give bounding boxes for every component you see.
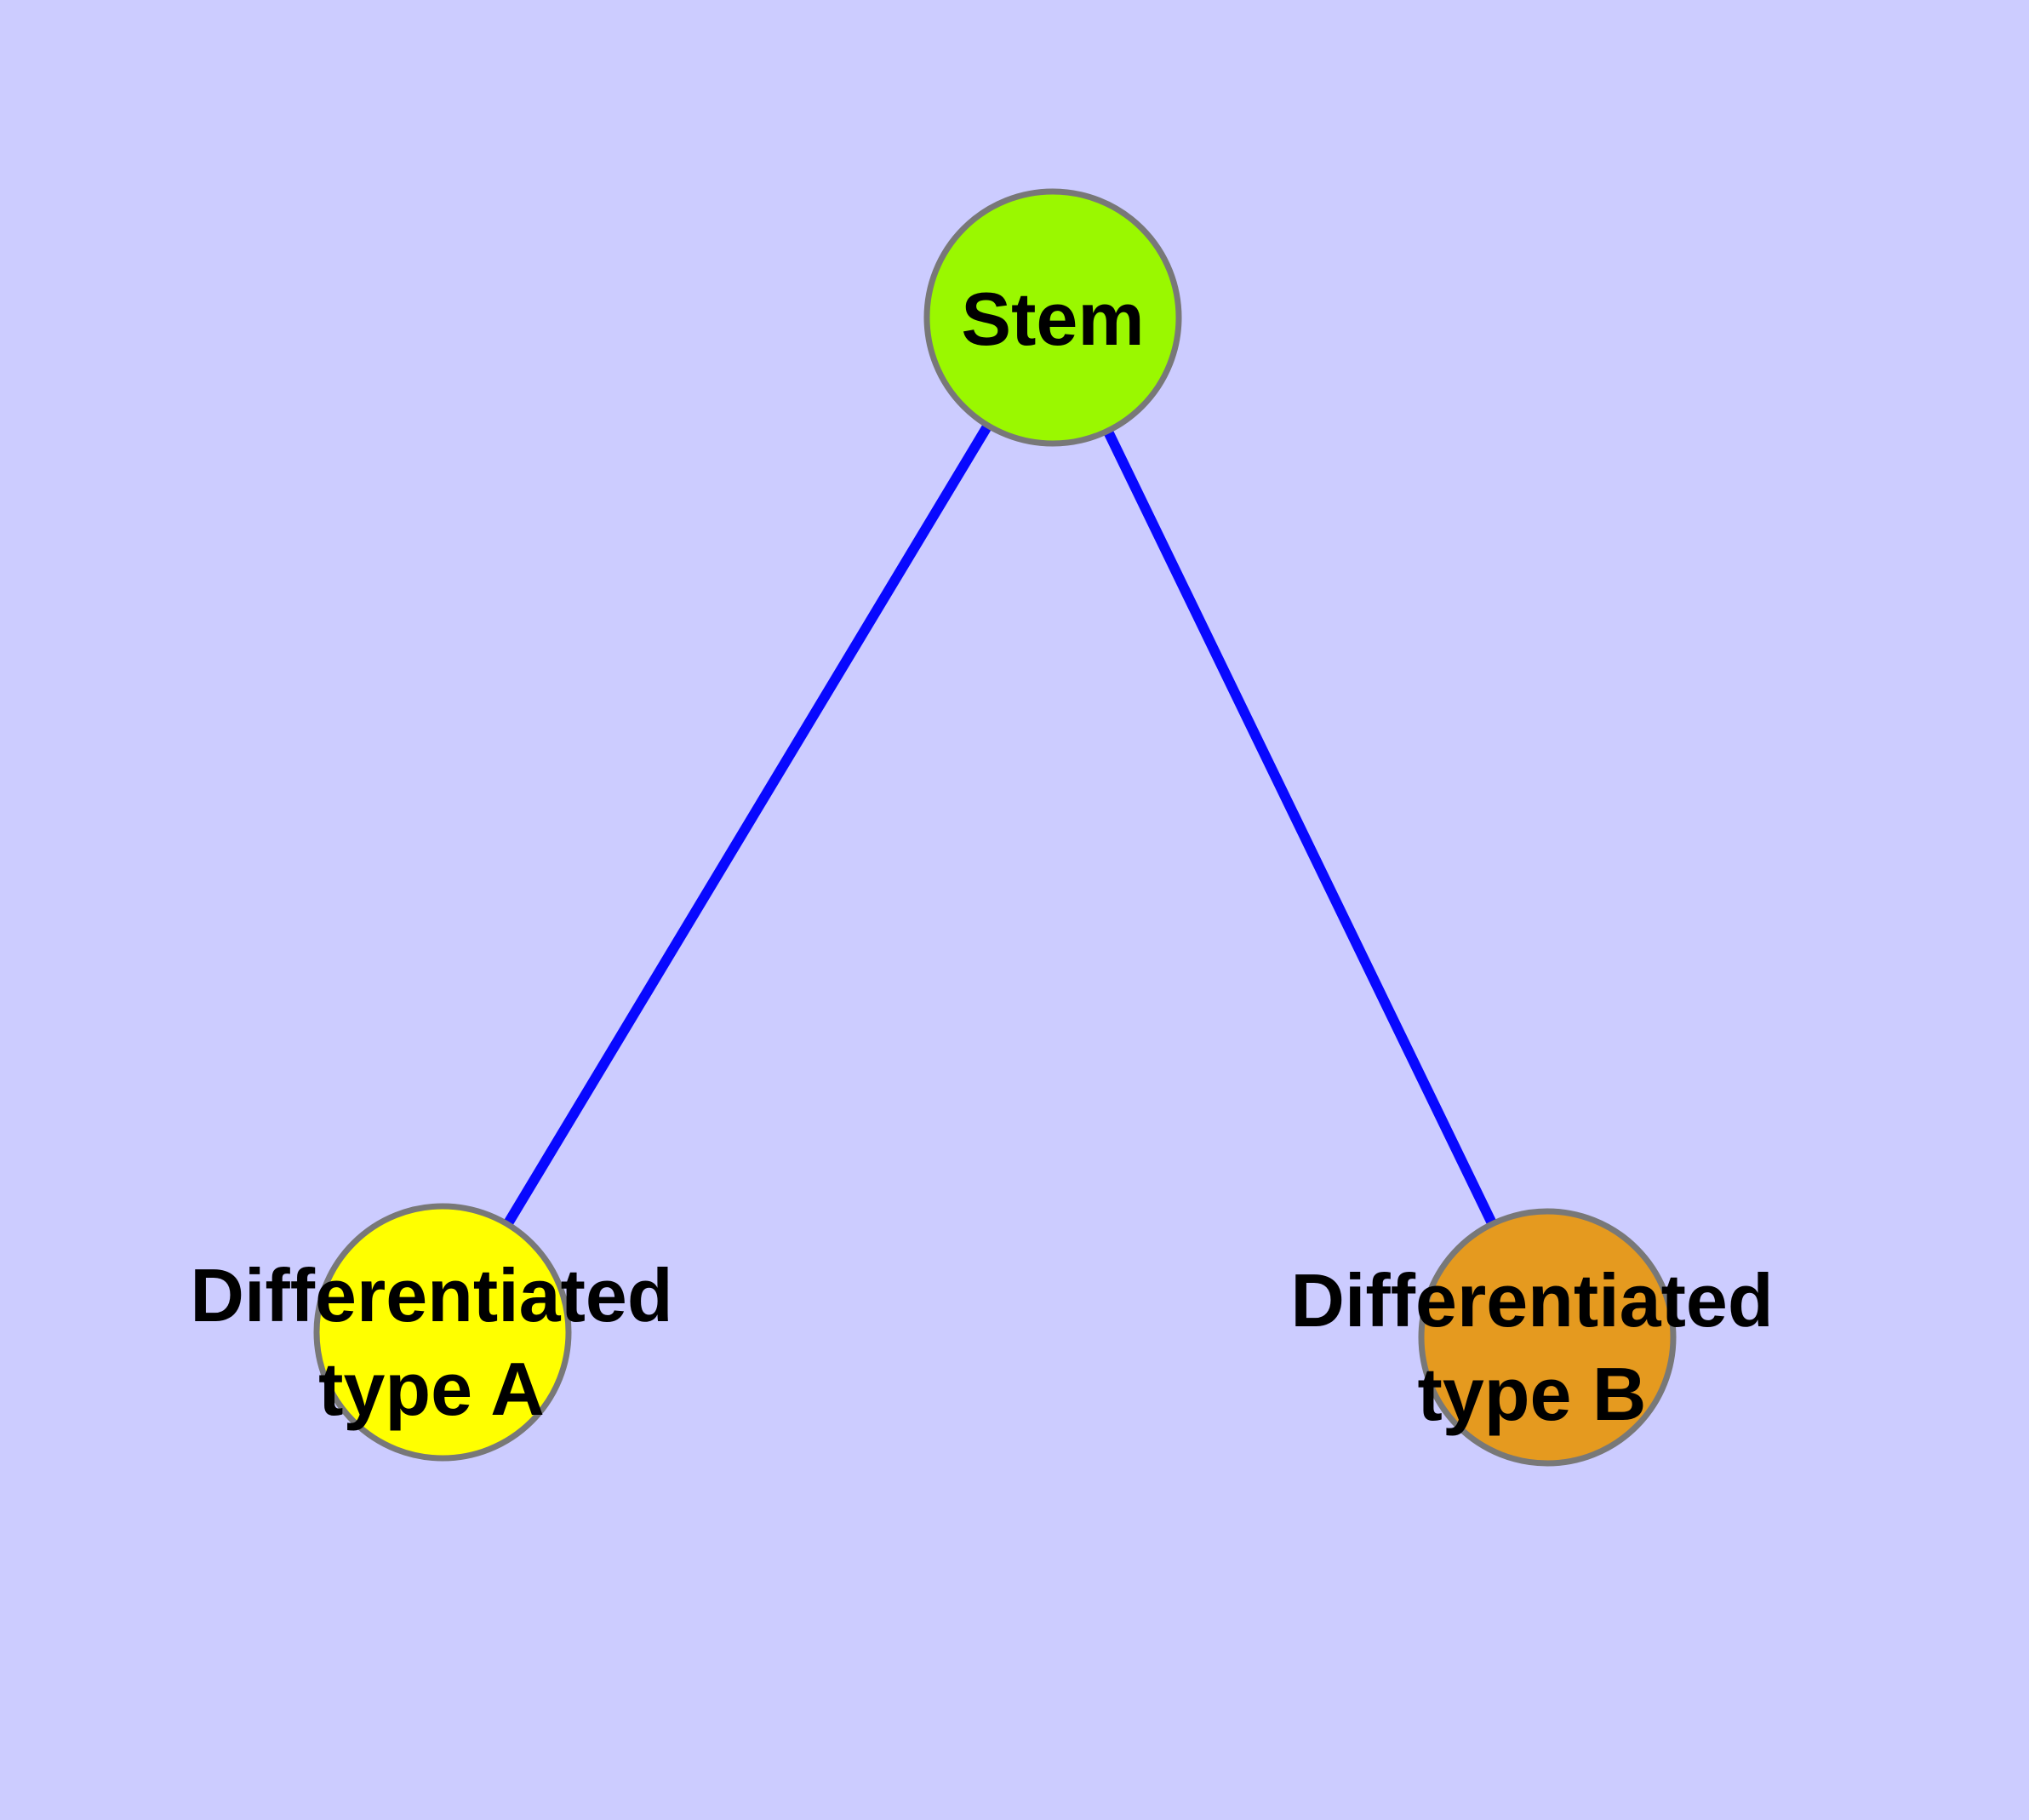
edge-stem-to-type-a (437, 312, 1058, 1337)
edge-stem-to-type-b (1048, 312, 1552, 1342)
type-b-label-line-1: Differentiated (1290, 1258, 1774, 1342)
type-a-label-line-2: type A (318, 1347, 545, 1431)
stem-node (923, 188, 1182, 447)
differentiated-type-b-node-label: Differentiated type B (1290, 1254, 1773, 1441)
stem-node-label-text: Stem (961, 277, 1145, 361)
stem-node-label: Stem (961, 272, 1144, 366)
differentiated-type-a-node-label: Differentiated type A (190, 1249, 672, 1436)
differentiated-type-b-node (1418, 1208, 1677, 1467)
differentiated-type-a-node (313, 1203, 572, 1462)
type-b-label-line-2: type B (1417, 1352, 1647, 1436)
type-a-label-line-1: Differentiated (190, 1253, 673, 1337)
